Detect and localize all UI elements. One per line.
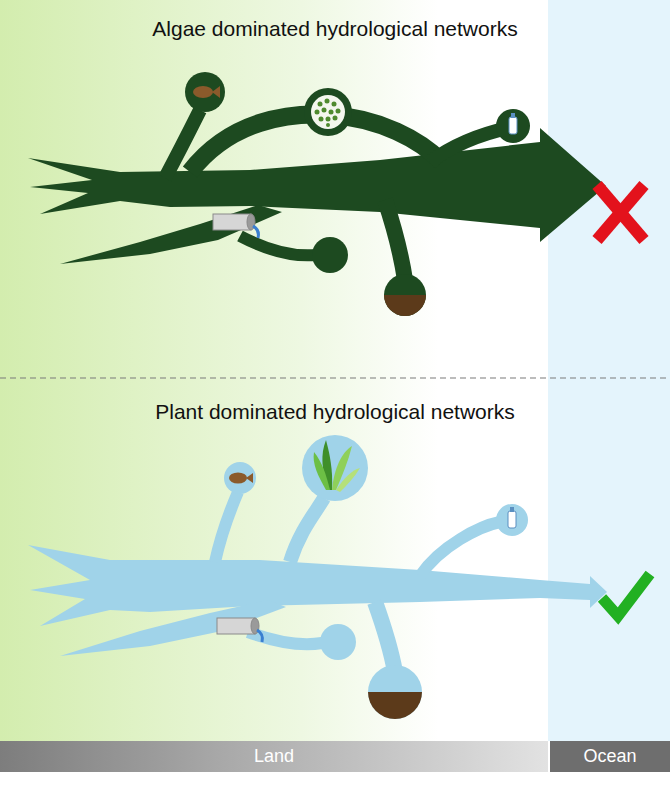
region-label: Ocean — [583, 746, 636, 767]
section-title: Plant dominated hydrological networks — [0, 400, 670, 424]
plant-icons — [217, 440, 516, 719]
green-check — [602, 574, 650, 616]
red-cross — [597, 185, 644, 240]
ocean-ground — [548, 0, 670, 741]
plant-network — [28, 435, 607, 719]
section-title: Algae dominated hydrological networks — [0, 17, 670, 41]
ocean-bar: Ocean — [550, 741, 670, 772]
algae-icons — [193, 86, 517, 316]
land-ground — [0, 0, 548, 741]
algae-network — [28, 72, 606, 316]
land-bar: Land — [0, 741, 548, 772]
divider-line — [0, 377, 670, 378]
region-label: Land — [254, 746, 294, 767]
